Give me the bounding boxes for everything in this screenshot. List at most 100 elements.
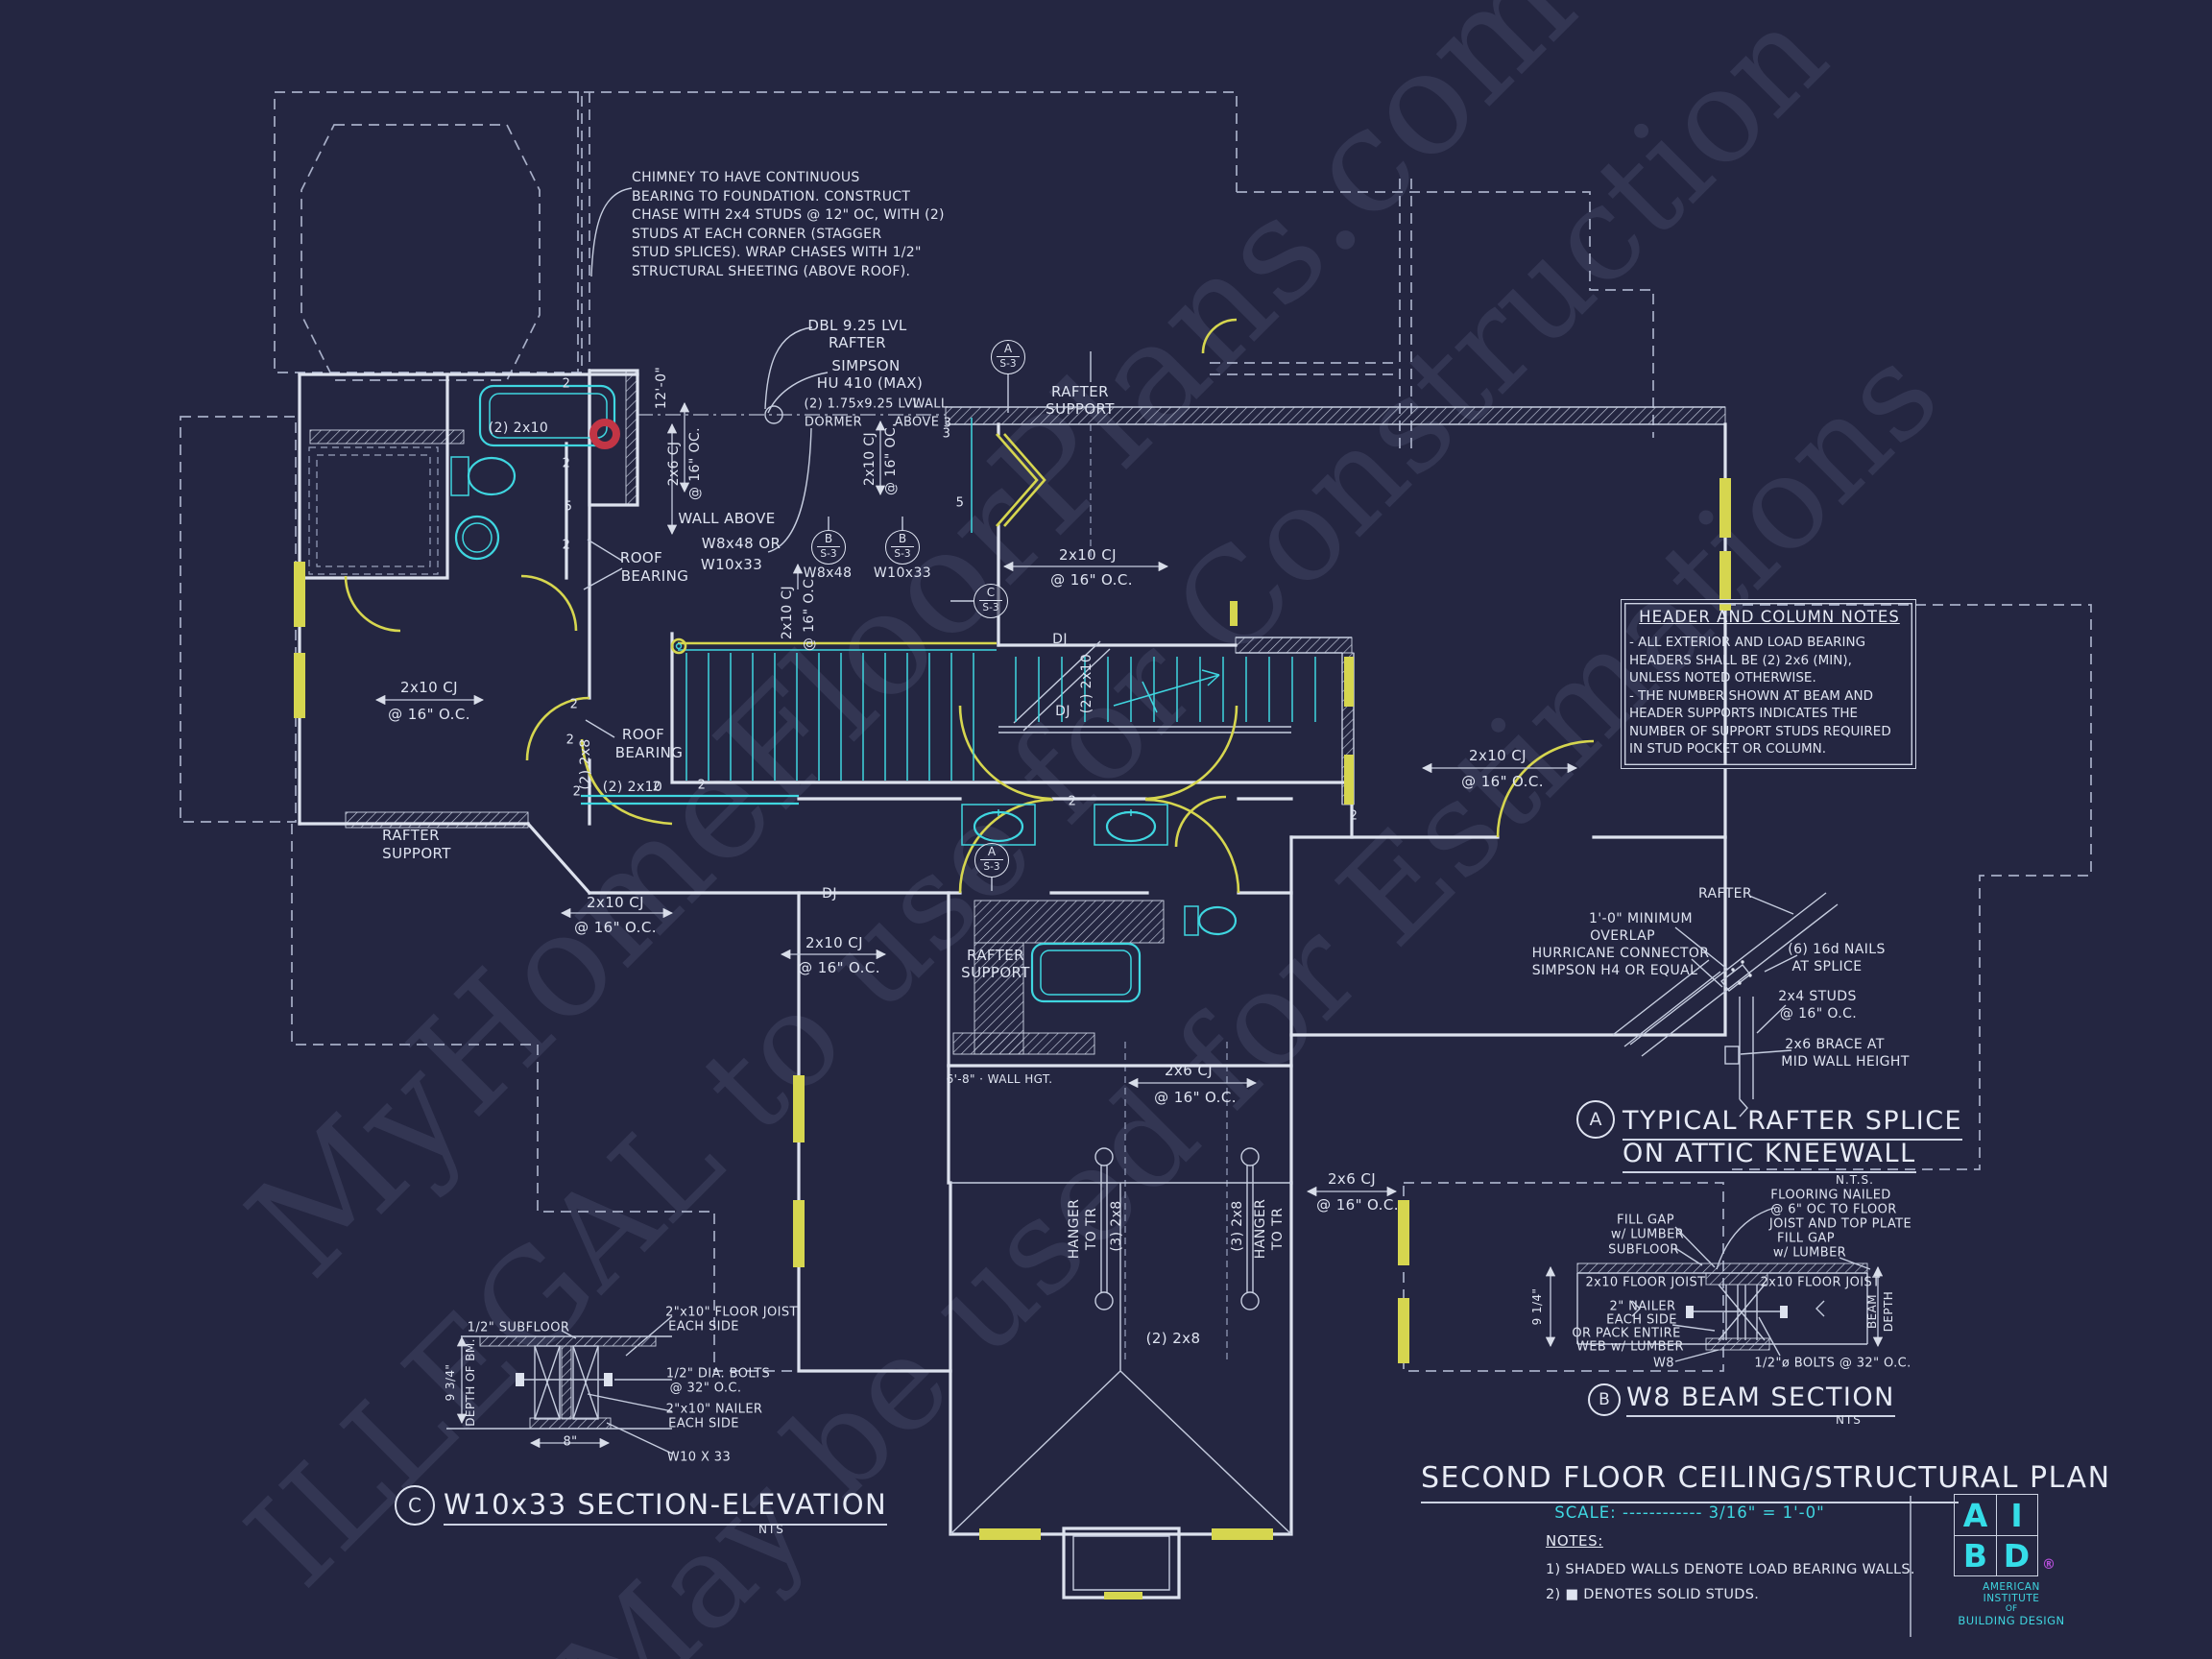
plan-label: 2 [1068,794,1077,809]
plan-label: W8x48 OR [701,535,781,552]
notes-list: 1) SHADED WALLS DENOTE LOAD BEARING WALL… [1546,1557,1915,1607]
section-marker-letter: B [817,531,840,547]
detail-b-label: w/ LUMBER [1772,1245,1847,1261]
detail-a-label: 2x4 STUDS [1778,989,1857,1004]
logo-org-line2: OF [2005,1604,2018,1614]
plan-label: @ 16" O.C. [1316,1196,1399,1214]
detail-b-label: 9 1/4" [1530,1287,1544,1326]
detail-c-label: 2"x10" NAILER [665,1402,763,1417]
detail-a-label: OVERLAP [1590,928,1655,944]
plan-label: HANGER [1253,1198,1268,1260]
header-note-line: - THE NUMBER SHOWN AT BEAM AND [1629,687,1873,704]
plan-label: @ 16" O.C. [802,573,817,652]
detail-c-label: 2"x10" FLOOR JOIST [665,1305,798,1320]
header-note-line: - ALL EXTERIOR AND LOAD BEARING [1629,635,1866,650]
detail-a-label: SIMPSON H4 OR EQUAL [1531,963,1698,978]
chimney-note-line: STUD SPLICES). WRAP CHASES WITH 1/2" [632,245,922,260]
plan-label: (2) 2x10 [602,780,663,795]
plan-label: (2) 1.75x9.25 LVL [804,397,921,412]
plan-label: 2 [562,376,571,392]
section-marker-sheet: S-3 [894,548,911,560]
plan-label: SUPPORT [1046,400,1115,418]
plan-label: 2x10 CJ [780,585,795,640]
plan-label: 2 [697,778,707,793]
detail-a-label: 2x6 BRACE AT [1785,1037,1885,1052]
drawing-scale: SCALE: ------------ 3/16" = 1'-0" [1554,1503,1825,1522]
detail-c-label: 1/2" SUBFLOOR [467,1320,570,1335]
detail-b-label: OR PACK ENTIRE [1572,1326,1681,1341]
section-marker-letter: A [980,844,1003,860]
header-notes-title: HEADER AND COLUMN NOTES [1639,608,1900,626]
logo-letter-i: I [2010,1496,2023,1534]
section-marker-sheet: S-3 [999,358,1017,370]
detail-b-geometry [1545,1207,1884,1362]
plan-label: 2 [652,780,661,795]
section-marker-letter: A [997,341,1020,357]
plan-label: @ 16" O.C. [574,919,657,936]
detail-b-label: FILL GAP [1777,1231,1835,1246]
plan-label: @ 16" OC. [883,422,899,495]
plan-label: DJ [1052,632,1068,647]
notes-title: NOTES: [1546,1532,1603,1550]
plan-label: W8x48 [803,565,853,581]
plan-label: @ 16" O.C. [1050,571,1133,589]
detail-c-nts: NTS [758,1523,784,1536]
section-marker-letter: C [979,585,1002,601]
plan-label: 2x6 CJ [666,441,682,487]
plan-label: 5 [955,495,965,511]
detail-c-title: W10x33 SECTION-ELEVATION [444,1488,888,1526]
plan-label: 2x10 CJ [805,934,863,951]
windows-and-doors [294,318,1731,1599]
plan-label: 2 [572,784,582,800]
plan-label: W10x33 [700,556,763,573]
plan-label: SUPPORT [961,964,1030,981]
stairs [670,637,1316,781]
plan-label: ROOF [621,726,665,743]
detail-c-label: W10 X 33 [666,1450,732,1465]
plan-label: 5 [564,499,573,515]
plan-label: RAFTER [829,334,886,351]
detail-c-label: 1/2" DIA. BOLTS [665,1366,771,1382]
plan-label: 2 [565,733,575,748]
plan-label: 2x10 CJ [1469,747,1527,764]
chimney-note-line: STUDS AT EACH CORNER (STAGGER [632,226,882,242]
plan-label: ABOVE [894,415,940,430]
detail-a-label: RAFTER [1697,886,1753,902]
detail-c-circle: C [395,1485,435,1526]
plan-label: BEARING [620,567,689,585]
plan-label: 12'-0" [654,366,669,410]
detail-b-label: 2x10 FLOOR JOIST [1585,1275,1706,1290]
plan-label: @ 16" OC. [687,427,703,500]
plan-label: 2x6 CJ [1327,1170,1377,1188]
detail-c-label: 9 3/4" [444,1363,457,1402]
plan-label: @ 16" O.C. [388,706,470,723]
detail-a-geometry [1612,892,1839,1118]
plan-label: 2 [569,697,579,712]
plumbing-fixtures [450,384,1238,1003]
logo-letter-b: B [1962,1536,1988,1575]
plan-label: HU 410 (MAX) [816,374,924,392]
detail-a-label: (6) 16d NAILS [1788,942,1886,957]
plan-label: 2 [562,538,571,553]
detail-b-circle: B [1588,1383,1621,1416]
detail-b-title: W8 BEAM SECTION [1626,1382,1895,1417]
section-marker-sheet: S-3 [820,548,837,560]
plan-label: (2) 2x10 [488,421,549,436]
logo-letter-d: D [2003,1536,2031,1575]
section-marker-letter: B [891,531,914,547]
chimney-flue [589,419,620,449]
chimney-note-line: CHIMNEY TO HAVE CONTINUOUS [632,170,860,185]
detail-c-geometry [446,1315,673,1455]
detail-a-label: HURRICANE CONNECTOR [1531,946,1710,961]
plan-label: BEARING [614,744,684,761]
detail-b-label: JOIST AND TOP PLATE [1768,1216,1912,1232]
plan-label: RAFTER [967,947,1024,964]
titleblock-note-line: 2) ■ DENOTES SOLID STUDS. [1546,1587,1760,1602]
plan-label: DJ [1055,704,1070,719]
hanger-symbols [1094,1147,1260,1310]
header-column-notes-box: HEADER AND COLUMN NOTES - ALL EXTERIOR A… [1621,599,1916,769]
